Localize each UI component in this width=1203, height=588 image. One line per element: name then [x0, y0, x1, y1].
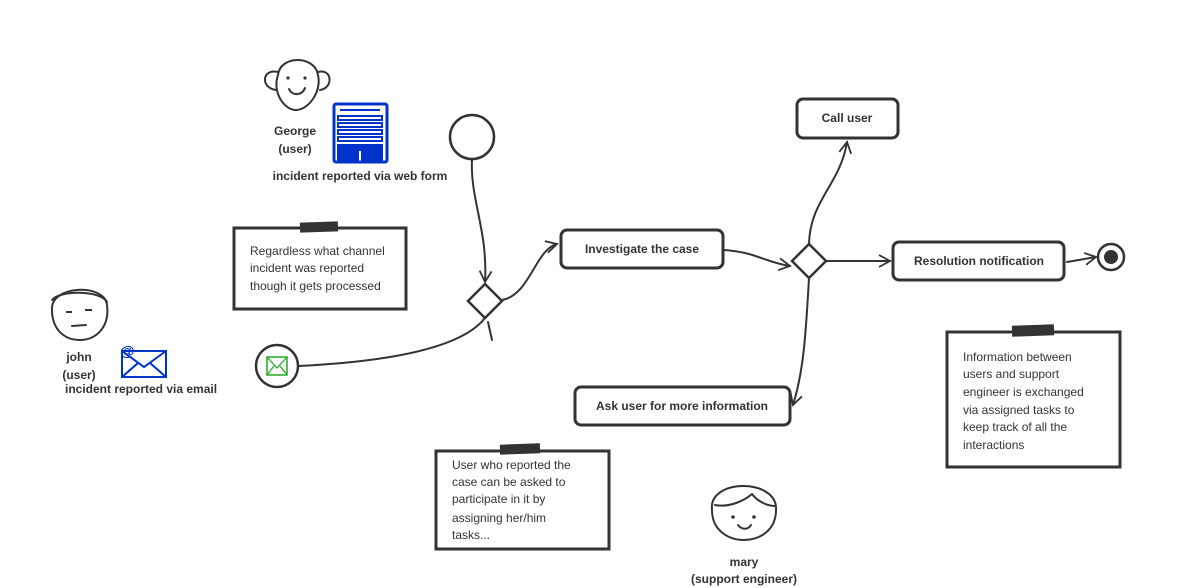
john-caption: incident reported via email	[65, 382, 217, 396]
svg-text:case can be asked to: case can be asked to	[452, 475, 566, 489]
svg-text:interactions: interactions	[963, 438, 1024, 452]
flow-resolution-to-end	[1066, 252, 1098, 266]
web-form-icon	[332, 102, 389, 164]
start-node	[448, 113, 496, 161]
svg-text:engineer is exchanged: engineer is exchanged	[963, 385, 1084, 399]
mary-name: mary	[730, 555, 759, 569]
email-icon: @	[120, 343, 167, 378]
george-caption: incident reported via web form	[273, 169, 448, 183]
john-avatar	[50, 288, 109, 341]
flow-decision-to-ask	[789, 277, 810, 407]
activity-call-user[interactable]: Call user	[795, 97, 900, 140]
svg-text:Ask user for more information: Ask user for more information	[596, 399, 768, 413]
svg-text:@: @	[120, 343, 135, 360]
flow-merge-to-investigate	[501, 240, 559, 301]
svg-text:users and support: users and support	[963, 367, 1060, 381]
note-channel: Regardless what channel incident was rep…	[232, 221, 408, 311]
merge-node	[466, 282, 504, 320]
activity-ask-user[interactable]: Ask user for more information	[573, 385, 792, 427]
email-start-node	[254, 343, 300, 389]
svg-text:User who reported the: User who reported the	[452, 458, 571, 472]
svg-text:assigning her/him: assigning her/him	[452, 511, 546, 525]
flow-investigate-to-decision	[723, 249, 792, 272]
svg-text:tasks...: tasks...	[452, 528, 490, 542]
tape-icon	[299, 221, 339, 233]
george-name: George	[274, 124, 316, 138]
svg-text:Investigate the case: Investigate the case	[585, 242, 699, 256]
george-role: (user)	[278, 142, 311, 156]
john-role: (user)	[62, 368, 95, 382]
svg-text:though it gets processed: though it gets processed	[250, 279, 381, 293]
svg-text:participate in it by: participate in it by	[452, 492, 545, 506]
activity-investigate[interactable]: Investigate the case	[559, 228, 725, 270]
note-participate: User who reported the case can be asked …	[434, 443, 611, 551]
mary-role: (support engineer)	[691, 572, 797, 586]
george-avatar	[264, 59, 331, 111]
activity-resolution[interactable]: Resolution notification	[891, 240, 1066, 282]
tape-icon	[1011, 324, 1055, 337]
note-exchange: Information between users and support en…	[945, 324, 1122, 469]
svg-text:keep track of all the: keep track of all the	[963, 420, 1067, 434]
svg-text:Resolution notification: Resolution notification	[914, 254, 1044, 268]
john-name: john	[65, 350, 91, 364]
svg-text:via assigned tasks to: via assigned tasks to	[963, 403, 1075, 417]
svg-text:incident was reported: incident was reported	[250, 261, 364, 275]
end-node	[1096, 242, 1126, 272]
mary-avatar	[710, 485, 778, 541]
flow-email-to-merge	[298, 317, 486, 367]
svg-text:Information between: Information between	[963, 350, 1072, 364]
svg-text:Regardless what channel: Regardless what channel	[250, 244, 385, 258]
decision-node	[790, 242, 828, 280]
flow-decision-to-call	[808, 140, 852, 245]
svg-text:Call user: Call user	[822, 111, 873, 125]
flow-start-to-merge	[470, 158, 493, 284]
tape-icon	[499, 443, 541, 455]
